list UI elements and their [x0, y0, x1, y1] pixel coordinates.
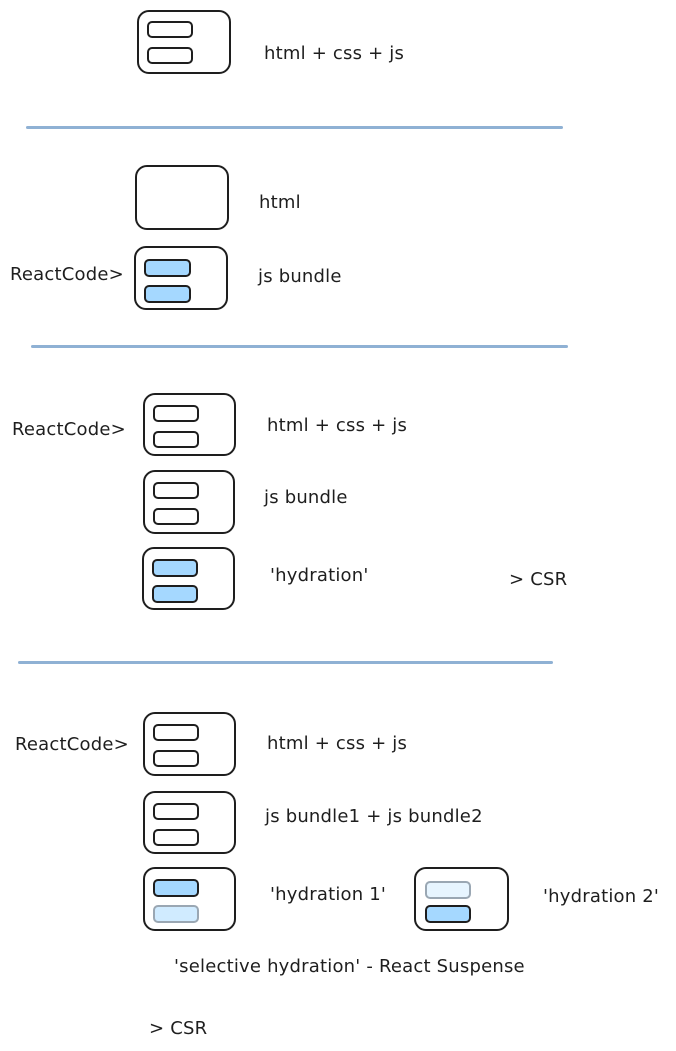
- section-divider: [31, 345, 568, 348]
- label-react-code: ReactCode>: [10, 264, 124, 285]
- hydrated-slot: [152, 585, 198, 603]
- label-hydration-2: 'hydration 2': [543, 886, 660, 907]
- page-box-hydrated: [142, 547, 235, 610]
- label-react-code: ReactCode>: [15, 734, 129, 755]
- label-react-code: ReactCode>: [12, 419, 126, 440]
- label-html-css-js: html + css + js: [267, 733, 408, 754]
- page-box-full: [143, 712, 236, 776]
- page-box-bundle: [143, 470, 235, 534]
- page-box-full: [143, 393, 236, 456]
- label-js-bundle: js bundle: [258, 266, 342, 287]
- page-box-hydration-2: [414, 867, 509, 931]
- label-html-css-js: html + css + js: [267, 415, 408, 436]
- page-box-hydration-1: [143, 867, 236, 931]
- page-box-empty: [135, 165, 229, 230]
- component-slot: [153, 482, 199, 499]
- component-slot: [153, 829, 199, 846]
- page-box-bundle: [143, 791, 236, 854]
- component-slot: [147, 47, 193, 64]
- hydrated-slot: [153, 879, 199, 897]
- label-html: html: [259, 192, 301, 213]
- pending-slot: [425, 881, 471, 899]
- component-slot: [153, 724, 199, 741]
- label-csr: > CSR: [149, 1018, 208, 1039]
- page-box-full: [137, 10, 231, 74]
- section-divider: [18, 661, 553, 664]
- pending-slot: [153, 905, 199, 923]
- hydrated-slot: [152, 559, 198, 577]
- component-slot: [153, 803, 199, 820]
- component-slot: [153, 431, 199, 448]
- page-box-bundle: [134, 246, 228, 310]
- hydrated-slot: [425, 905, 471, 923]
- label-selective-hydration: 'selective hydration' - React Suspense: [174, 956, 525, 977]
- component-slot: [147, 21, 193, 38]
- component-slot: [153, 508, 199, 525]
- hydrated-slot: [144, 259, 191, 277]
- hydrated-slot: [144, 285, 191, 303]
- label-html-css-js: html + css + js: [264, 43, 405, 64]
- section-divider: [26, 126, 563, 129]
- label-js-bundles: js bundle1 + js bundle2: [265, 806, 483, 827]
- label-csr: > CSR: [509, 569, 568, 590]
- label-hydration: 'hydration': [270, 565, 369, 586]
- label-hydration-1: 'hydration 1': [270, 884, 387, 905]
- component-slot: [153, 750, 199, 767]
- label-js-bundle: js bundle: [264, 487, 348, 508]
- component-slot: [153, 405, 199, 422]
